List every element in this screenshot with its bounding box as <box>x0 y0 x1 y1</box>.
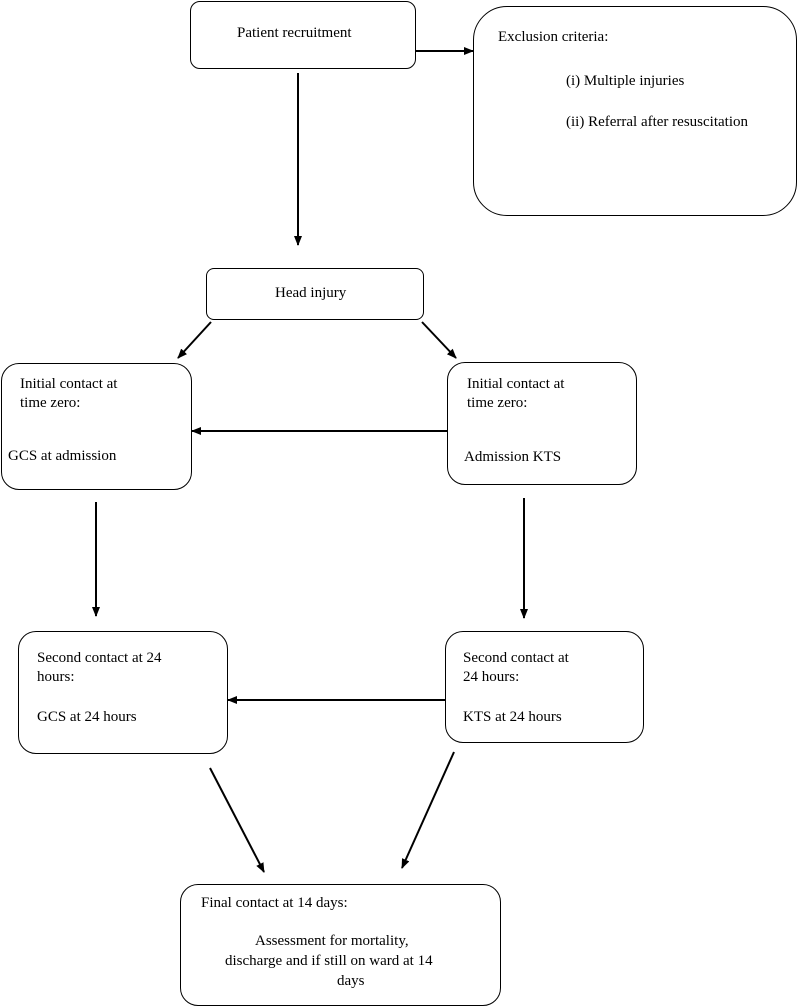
second-left-detail: GCS at 24 hours <box>37 709 137 725</box>
arrow-head-injury-to-initial-left <box>177 321 212 359</box>
second-right-heading-line2: 24 hours: <box>463 669 520 685</box>
exclusion-item: (i) Multiple injuries <box>566 73 685 89</box>
exclusion-criteria-title: Exclusion criteria: <box>498 29 609 45</box>
second-right-detail: KTS at 24 hours <box>463 709 562 725</box>
initial-left-heading-line2: time zero: <box>20 395 81 411</box>
final-contact-line: discharge and if still on ward at 14 <box>225 953 433 969</box>
second-left-heading-line1: Second contact at 24 <box>37 650 162 666</box>
patient-recruitment-label: Patient recruitment <box>237 25 352 41</box>
initial-right-detail: Admission KTS <box>464 449 562 465</box>
patient-recruitment-box: Patient recruitment <box>190 1 416 69</box>
arrow-head-injury-to-initial-right <box>421 321 457 359</box>
initial-contact-left-box: Initial contact at time zero: GCS at adm… <box>1 363 192 490</box>
final-contact-box: Final contact at 14 days: Assessment for… <box>180 884 501 1006</box>
initial-left-detail: GCS at admission <box>8 448 117 464</box>
final-contact-line: Assessment for mortality, <box>255 933 409 949</box>
second-contact-left-box: Second contact at 24 hours: GCS at 24 ho… <box>18 631 228 754</box>
exclusion-criteria-box: Exclusion criteria: (i) Multiple injurie… <box>473 6 797 216</box>
exclusion-item: (ii) Referral after resuscitation <box>566 114 748 130</box>
second-right-heading-line1: Second contact at <box>463 650 569 666</box>
arrow-second-left-to-final <box>209 767 265 873</box>
head-injury-box: Head injury <box>206 268 424 320</box>
arrow-second-right-to-final <box>401 751 455 869</box>
final-contact-title: Final contact at 14 days: <box>201 895 348 911</box>
second-left-heading-line2: hours: <box>37 669 75 685</box>
second-contact-right-box: Second contact at 24 hours: KTS at 24 ho… <box>445 631 644 743</box>
initial-right-heading-line1: Initial contact at <box>467 376 565 392</box>
initial-left-heading-line1: Initial contact at <box>20 376 118 392</box>
initial-right-heading-line2: time zero: <box>467 395 528 411</box>
final-contact-line: days <box>337 973 365 989</box>
head-injury-label: Head injury <box>275 285 347 301</box>
initial-contact-right-box: Initial contact at time zero: Admission … <box>447 362 637 485</box>
